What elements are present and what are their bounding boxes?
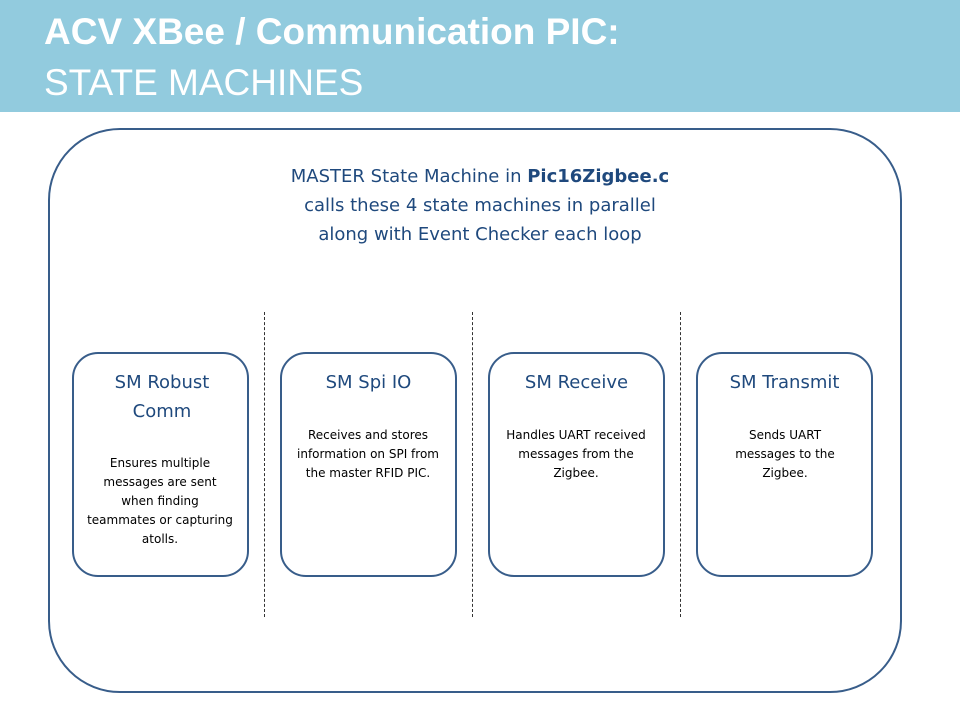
sm-robust-comm-box: SM Robust Comm Ensures multiple messages…	[72, 352, 249, 577]
sm-title: SM Spi IO	[325, 372, 412, 393]
sm-title: SM Robust Comm	[114, 372, 210, 422]
sm-description: Handles UART received messages from the …	[506, 428, 646, 480]
divider-1	[264, 312, 265, 617]
divider-3	[680, 312, 681, 617]
master-line-2: calls these 4 state machines in parallel	[304, 195, 656, 216]
divider-2	[472, 312, 473, 617]
slide-subtitle: STATE MACHINES	[44, 62, 364, 103]
title-bar: ACV XBee / Communication PIC: STATE MACH…	[0, 0, 960, 112]
master-line-1-text: MASTER State Machine in	[290, 166, 528, 187]
master-line-1: MASTER State Machine in Pic16Zigbee.c	[180, 162, 780, 191]
master-file-name: Pic16Zigbee.c	[527, 166, 670, 187]
sm-transmit-box: SM Transmit Sends UART messages to the Z…	[696, 352, 873, 577]
sm-title: SM Transmit	[729, 372, 840, 393]
sm-description: Ensures multiple messages are sent when …	[87, 456, 233, 546]
master-line-3: along with Event Checker each loop	[318, 224, 642, 245]
master-state-machine-container	[48, 128, 902, 693]
sm-description: Receives and stores information on SPI f…	[297, 428, 439, 480]
sm-title: SM Receive	[524, 372, 629, 393]
master-description: MASTER State Machine in Pic16Zigbee.c ca…	[180, 162, 780, 249]
slide-title: ACV XBee / Communication PIC:	[44, 11, 620, 52]
sm-spi-io-box: SM Spi IO Receives and stores informatio…	[280, 352, 457, 577]
sm-receive-box: SM Receive Handles UART received message…	[488, 352, 665, 577]
sm-description: Sends UART messages to the Zigbee.	[735, 428, 835, 480]
